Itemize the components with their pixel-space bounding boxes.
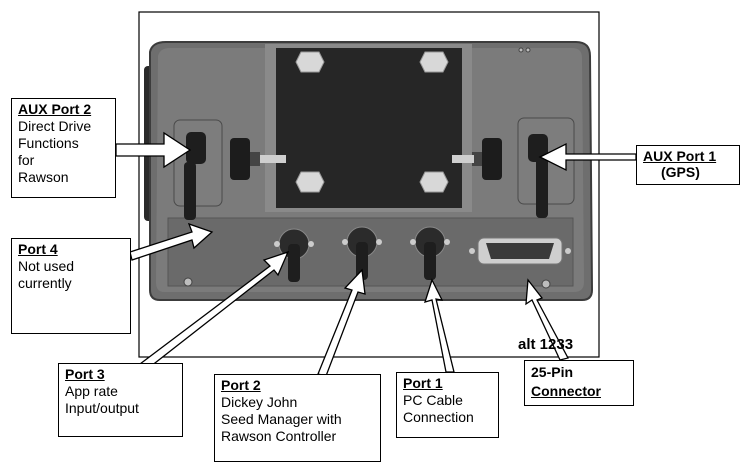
right-knob <box>452 138 502 180</box>
port-3-connector <box>274 228 314 282</box>
port-2-connector <box>342 226 382 280</box>
label-port-4-line: Not used <box>18 258 75 274</box>
label-port-3-line: Input/output <box>65 400 139 416</box>
arrow-port4 <box>129 222 214 261</box>
label-port-4: Port 4 Not used currently <box>11 238 131 334</box>
label-port-1-title: Port 1 <box>403 375 443 391</box>
label-port-3-title: Port 3 <box>65 366 105 382</box>
label-aux-port-2-line: Rawson <box>18 169 69 185</box>
arrow-port1 <box>424 278 455 373</box>
label-port-2-line: Rawson Controller <box>221 428 337 444</box>
arrow-port2 <box>317 268 366 377</box>
left-knob <box>230 138 286 180</box>
arrow-aux2 <box>115 131 192 169</box>
label-aux-port-2-title: AUX Port 2 <box>18 101 92 117</box>
aux1-cable <box>536 158 548 218</box>
label-aux-port-1-subtitle: (GPS) <box>661 164 700 180</box>
label-port-3: Port 3 App rate Input/output <box>58 363 183 437</box>
label-25-pin-title2: Connector <box>531 383 601 399</box>
label-port-4-title: Port 4 <box>18 241 58 257</box>
label-port-1-line: PC Cable <box>403 392 463 408</box>
label-port-1-line: Connection <box>403 409 474 425</box>
label-port-1: Port 1 PC Cable Connection <box>396 372 499 438</box>
label-port-2-line: Seed Manager with <box>221 411 342 427</box>
label-port-3-line: App rate <box>65 383 118 399</box>
label-aux-port-2-line: Direct Drive <box>18 118 92 134</box>
label-port-2-title: Port 2 <box>221 377 261 393</box>
label-25-pin-connector: 25-Pin Connector <box>524 360 634 406</box>
label-port-2-line: Dickey John <box>221 394 298 410</box>
port-1-connector <box>410 226 450 280</box>
label-25-pin-title: 25-Pin <box>531 364 574 380</box>
aux2-cable <box>184 162 196 220</box>
label-aux-port-2-line: Functions <box>18 135 79 151</box>
d-sub-25-pin <box>469 237 571 265</box>
arrow-25pin <box>525 278 569 361</box>
callout-arrows <box>115 131 637 377</box>
label-aux-port-2: AUX Port 2 Direct Drive Functions for Ra… <box>11 98 116 198</box>
arrow-port3 <box>139 250 290 371</box>
label-aux-port-1: AUX Port 1 (GPS) <box>636 145 740 185</box>
photo-id: alt 1233 <box>518 336 574 353</box>
corner-screws <box>183 47 551 289</box>
arrow-aux1 <box>538 142 637 172</box>
label-port-4-line: currently <box>18 275 72 291</box>
bracket-bolts <box>295 51 449 193</box>
label-aux-port-1-title: AUX Port 1 <box>643 148 717 164</box>
label-aux-port-2-line: for <box>18 152 35 168</box>
label-port-2: Port 2 Dickey John Seed Manager with Raw… <box>214 374 381 462</box>
aux2-plug <box>186 132 206 164</box>
